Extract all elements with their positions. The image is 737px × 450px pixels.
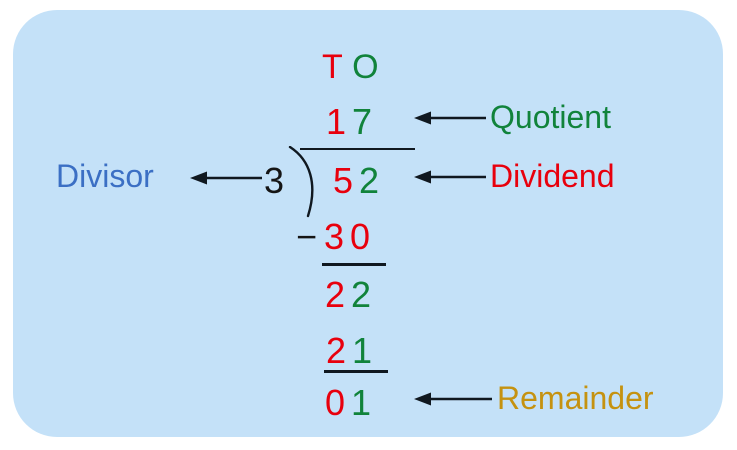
second-subtrahend-tens-digit: 2 bbox=[326, 330, 353, 371]
label-dividend: Dividend bbox=[490, 158, 615, 194]
second-subtrahend-value: 21 bbox=[326, 333, 378, 369]
arrow-left-dividend-icon bbox=[414, 170, 486, 184]
header-ones-letter: O bbox=[352, 48, 389, 86]
second-subtrahend-ones-digit: 1 bbox=[352, 330, 379, 371]
second-subtraction-rule-line bbox=[324, 370, 388, 373]
arrow-left-divisor-icon bbox=[190, 171, 262, 185]
dividend-value: 52 bbox=[333, 163, 385, 199]
remainder-tens-digit: 0 bbox=[325, 382, 352, 423]
difference-ones-digit: 2 bbox=[351, 274, 378, 315]
remainder-ones-digit: 1 bbox=[351, 382, 378, 423]
background-panel bbox=[13, 10, 723, 437]
first-subtrahend-value: 30 bbox=[324, 219, 376, 255]
subtraction-rule-line bbox=[322, 263, 386, 266]
dividend-ones-digit: 2 bbox=[359, 160, 386, 201]
first-subtrahend-tens-digit: 3 bbox=[324, 216, 351, 257]
label-quotient: Quotient bbox=[490, 99, 611, 135]
quotient-tens-digit: 1 bbox=[326, 101, 353, 142]
quotient-ones-digit: 7 bbox=[352, 101, 379, 142]
arrow-left-quotient-icon bbox=[414, 111, 486, 125]
header-tens-letter: T bbox=[322, 48, 353, 86]
difference-tens-digit: 2 bbox=[325, 274, 352, 315]
quotient-value: 17 bbox=[326, 104, 378, 140]
subtraction-sign: − bbox=[296, 216, 318, 257]
division-bracket-icon bbox=[288, 146, 314, 218]
vinculum-line bbox=[300, 148, 415, 150]
label-divisor: Divisor bbox=[56, 158, 154, 194]
first-subtrahend-ones-digit: 0 bbox=[350, 216, 377, 257]
divisor-value: 3 bbox=[264, 160, 285, 201]
arrow-left-remainder-icon bbox=[414, 392, 492, 406]
label-remainder: Remainder bbox=[497, 380, 654, 416]
difference-value: 22 bbox=[325, 277, 377, 313]
dividend-tens-digit: 5 bbox=[333, 160, 360, 201]
remainder-value: 01 bbox=[325, 385, 377, 421]
place-value-header: TO bbox=[322, 50, 389, 84]
